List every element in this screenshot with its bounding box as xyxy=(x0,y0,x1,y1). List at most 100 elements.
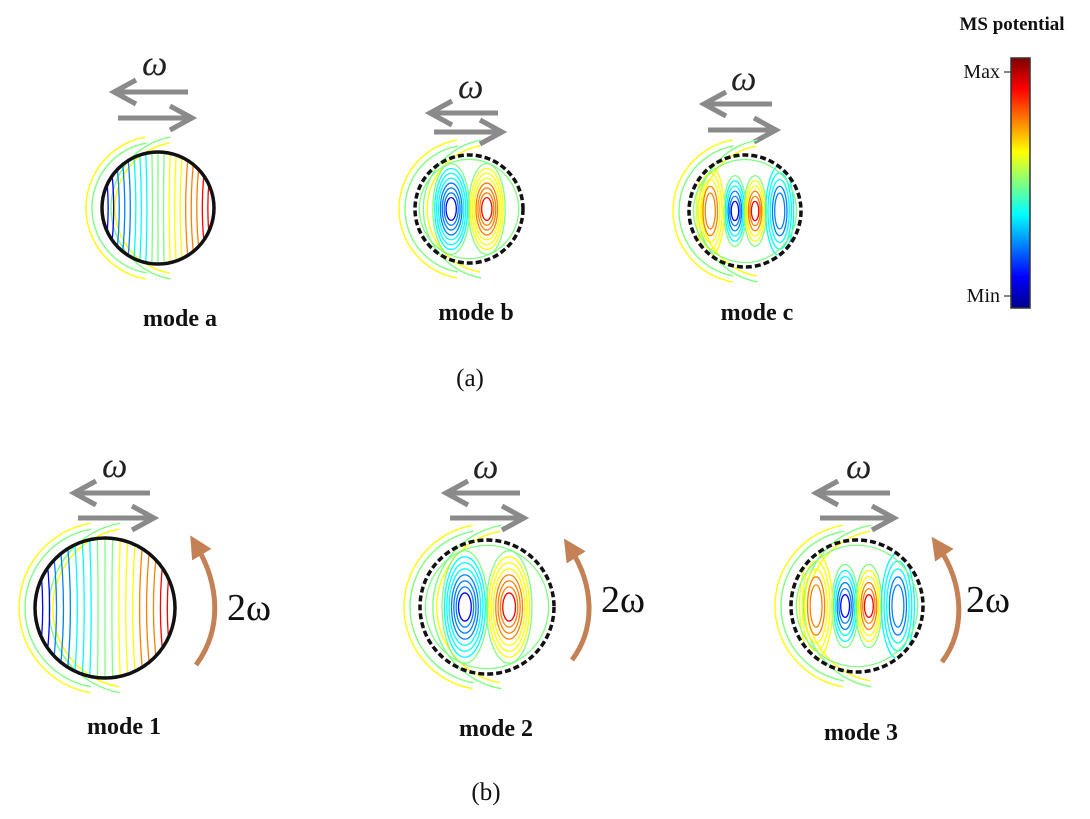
contour-line xyxy=(125,539,129,677)
contour-line xyxy=(418,158,520,260)
contour-line xyxy=(771,185,788,237)
contour-line xyxy=(443,556,486,658)
contour-line xyxy=(467,162,506,256)
ms-potential-contour xyxy=(18,522,174,694)
contour-line xyxy=(858,575,880,637)
panel-label: (b) xyxy=(471,779,500,806)
contour-line xyxy=(450,574,479,640)
contour-line xyxy=(446,562,484,652)
contour-line xyxy=(834,575,856,637)
rotation-frequency-label: 2ω xyxy=(966,579,1010,621)
omega-symbol: ω xyxy=(731,58,756,98)
contour-line xyxy=(726,185,744,237)
ms-potential-contour xyxy=(85,136,213,280)
contour-line xyxy=(888,576,908,636)
mode-label: mode 1 xyxy=(87,714,161,740)
contour-line xyxy=(801,560,831,652)
contour-line xyxy=(744,180,766,242)
contour-line xyxy=(473,177,501,241)
contour-line xyxy=(403,524,473,690)
mode-1-figure: ω 2ω mode 1 xyxy=(18,445,271,740)
contour-line xyxy=(443,192,459,226)
contour-line xyxy=(85,136,146,280)
panel-label: (a) xyxy=(456,365,484,392)
contour-line xyxy=(110,136,171,280)
colorbar-max-label: Max xyxy=(963,61,1000,83)
contour-line xyxy=(126,153,131,263)
oscillation-arrows-icon xyxy=(810,478,900,533)
mode-b-figure: ω mode b xyxy=(398,66,525,326)
contour-line xyxy=(477,187,497,231)
contour-line xyxy=(497,580,521,634)
contour-line xyxy=(471,172,503,246)
contour-line xyxy=(492,568,526,646)
contour-line xyxy=(780,530,844,682)
contour-line xyxy=(862,587,876,625)
contour-line xyxy=(863,594,874,618)
contour-line xyxy=(702,185,719,237)
contour-line xyxy=(118,539,121,677)
contour-line xyxy=(838,587,852,625)
rotation-arrow-icon xyxy=(563,538,592,662)
contour-line xyxy=(855,563,883,649)
contour-line xyxy=(151,153,154,263)
contour-line xyxy=(439,182,463,236)
colorbar-scale xyxy=(1010,57,1031,309)
contour-line xyxy=(448,568,482,646)
mode-label: mode b xyxy=(438,300,513,326)
disk-boundary xyxy=(418,538,556,676)
contour-line xyxy=(729,195,741,227)
contour-line xyxy=(422,139,482,279)
mode-label: mode 3 xyxy=(824,720,898,746)
panel-a: ω mode a ω mode b xyxy=(85,43,803,392)
contour-line xyxy=(145,539,152,677)
contour-line xyxy=(166,539,174,677)
oscillation-arrows-icon xyxy=(68,478,160,533)
rotation-arrow-icon xyxy=(931,536,962,664)
disk-boundary xyxy=(413,153,525,265)
contour-line xyxy=(173,153,177,263)
panel-b: ω 2ω mode 1 ω 2ω xyxy=(18,445,1010,806)
disk-boundary xyxy=(789,538,925,674)
contour-line xyxy=(435,172,467,246)
contour-line xyxy=(481,197,493,221)
contour-line xyxy=(795,544,919,668)
contour-line xyxy=(66,539,72,677)
disk-boundary xyxy=(100,150,216,266)
contour-line xyxy=(159,539,167,677)
contour-line xyxy=(730,200,740,222)
oscillation-arrows-icon xyxy=(424,98,508,147)
contour-line xyxy=(804,568,828,644)
contour-line xyxy=(441,187,461,231)
contour-line xyxy=(91,142,147,274)
contour-line xyxy=(404,145,459,273)
contour-line xyxy=(426,145,481,273)
oscillation-arrows-icon xyxy=(108,77,198,133)
contour-line xyxy=(806,576,826,636)
contour-line xyxy=(891,584,905,628)
disk-boundary xyxy=(687,153,803,269)
contour-line xyxy=(469,167,504,251)
contour-line xyxy=(168,153,171,263)
contour-line xyxy=(179,153,184,263)
contour-line xyxy=(833,569,858,643)
contour-line xyxy=(747,190,763,232)
contour-line xyxy=(455,586,475,628)
oscillation-arrows-icon xyxy=(698,89,782,145)
mode-label: mode c xyxy=(721,300,794,326)
disk-boundary xyxy=(33,536,177,680)
contour-line xyxy=(18,522,91,694)
contour-line xyxy=(162,153,165,263)
omega-symbol: ω xyxy=(458,66,483,106)
contour-line xyxy=(678,145,734,277)
contour-line xyxy=(672,139,733,283)
contour-line xyxy=(445,197,457,221)
oscillation-arrows-icon xyxy=(440,478,530,533)
contour-line xyxy=(479,192,495,226)
contour-line xyxy=(111,539,114,677)
contour-line xyxy=(749,195,761,227)
mode-c-figure: ω mode c xyxy=(672,58,803,326)
contour-line xyxy=(145,153,148,263)
contour-line xyxy=(860,581,878,631)
contour-line xyxy=(490,562,528,652)
